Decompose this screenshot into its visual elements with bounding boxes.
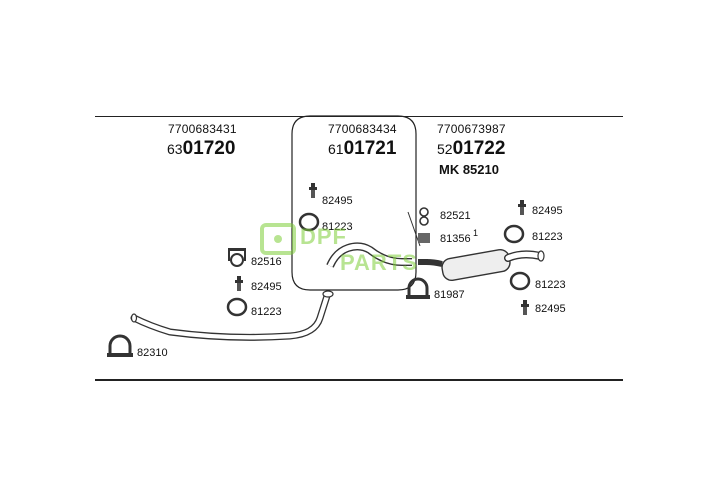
part-81223-right-bot: 81223 [535,279,566,291]
ring-icon [226,297,248,317]
ring-icon [503,224,525,244]
bracket-icon [418,233,430,243]
part-82495-right-bot: 82495 [535,303,566,315]
mk-kit-number: MK 85210 [439,162,499,177]
part-82495-left: 82495 [251,281,282,293]
part-number-3-prefix: 52 [437,141,453,157]
part-number-2: 6101721 [328,138,396,160]
u-clamp-icon [406,277,430,299]
part-82521: 82521 [440,210,471,222]
part-81223-right-top: 81223 [532,231,563,243]
part-81223-mid: 81223 [322,221,353,233]
part-number-2-main: 01721 [343,138,397,159]
part-81223-left: 81223 [251,306,282,318]
middle-section-frame [291,115,417,291]
part-number-1: 6301720 [167,138,235,160]
clamp-icon [228,248,246,267]
part-82310: 82310 [137,347,168,359]
muffler-inlet [425,259,443,267]
note-1: 1 [473,228,479,238]
part-number-1-prefix: 63 [167,141,183,157]
hanger-icon [309,183,317,198]
part-number-3-main: 01722 [452,138,506,159]
part-82516: 82516 [251,256,282,268]
watermark-text-parts: PARTS [340,250,418,275]
part-82495-right-top: 82495 [532,205,563,217]
ref-number-3: 7700673987 [437,122,506,136]
u-clamp-icon [107,334,133,357]
rear-muffler [441,248,511,282]
ref-number-1: 7700683431 [168,122,237,136]
part-81356: 81356 [440,233,471,245]
ring-icon [509,271,531,291]
part-number-2-prefix: 61 [328,141,344,157]
hanger-icon [518,200,526,215]
part-81987: 81987 [434,289,465,301]
part-number-3: 5201722 [437,138,505,160]
hook-icon [419,207,429,226]
front-pipe-flange [322,290,334,298]
ring-icon [298,212,320,232]
hanger-icon [521,300,529,315]
watermark-text-dpf: DPF [300,224,347,249]
hanger-icon [235,276,243,291]
watermark-logo-icon [260,223,296,255]
ref-number-2: 7700683434 [328,122,397,136]
part-82495-mid: 82495 [322,195,353,207]
part-number-1-main: 01720 [182,138,236,159]
bottom-rule [95,379,623,381]
